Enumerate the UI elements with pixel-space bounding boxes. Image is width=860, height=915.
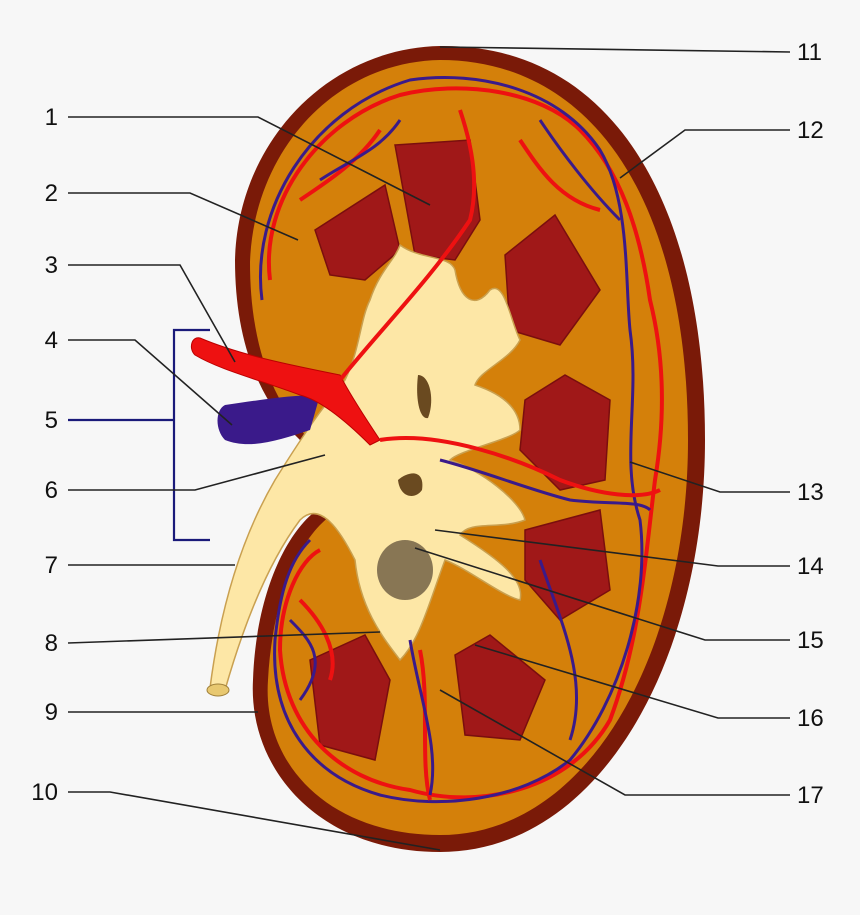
pelvis-dark-1 [417,375,432,419]
labels-left: 1 2 3 4 5 6 7 8 9 10 [31,104,58,806]
label-4: 4 [45,327,58,354]
label-5: 5 [45,407,58,434]
renal-pyramids [309,139,611,761]
label-6: 6 [45,477,58,504]
leader-lines [67,46,791,851]
label-11: 11 [797,39,822,66]
renal-pelvis [209,243,526,691]
label-12: 12 [797,117,824,144]
papilla-opening [377,540,433,600]
label-8: 8 [45,630,58,657]
label-1: 1 [45,104,58,131]
label-17: 17 [797,782,824,809]
ureter-end [206,683,230,697]
label-2: 2 [45,180,58,207]
label-14: 14 [797,553,824,580]
label-7: 7 [45,552,58,579]
renal-vein [217,395,320,445]
label-10: 10 [31,779,58,806]
label-9: 9 [45,699,58,726]
labels-right: 11 12 13 14 15 16 17 [797,39,824,809]
label-3: 3 [45,252,58,279]
pelvis-dark-2 [398,473,423,496]
hilum-bracket [68,328,210,542]
label-13: 13 [797,479,824,506]
label-15: 15 [797,627,824,654]
renal-artery [190,337,381,446]
vessel-network [259,76,664,804]
label-16: 16 [797,705,824,732]
